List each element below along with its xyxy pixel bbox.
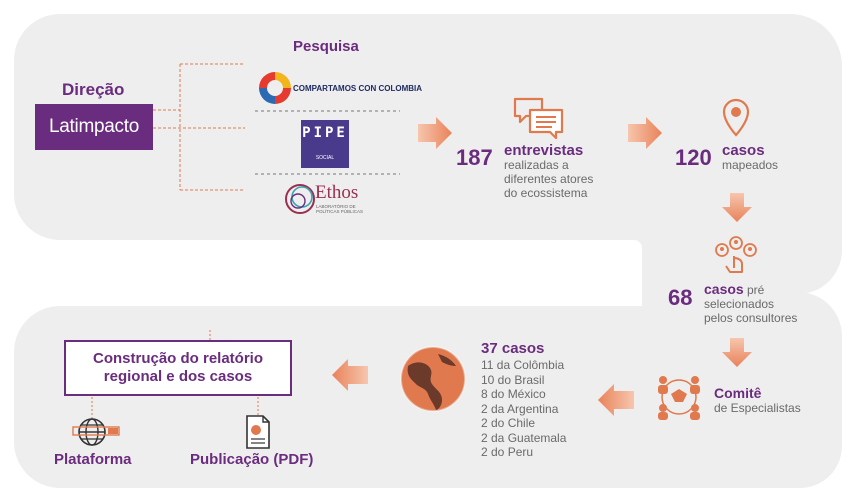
arrow-to-report (332, 359, 368, 391)
map-pin-icon (722, 98, 750, 137)
document-pdf-icon (246, 415, 270, 449)
cases-item: 8 do México (481, 387, 546, 401)
mapped-label: casos (722, 142, 765, 159)
interviews-label: entrevistas (504, 142, 584, 159)
cases-item: 11 da Colômbia (481, 358, 565, 372)
cases-item: 2 do Chile (481, 416, 536, 430)
top-band (14, 14, 842, 294)
pipe-social-logo: PIPE SOCIAL (301, 120, 349, 168)
compartamos-icon (259, 72, 291, 104)
ethos-name: Ethos (315, 182, 359, 203)
direction-title: Direção (62, 80, 125, 99)
ethos-sub: LABORATÓRIO DE POLÍTICAS PÚBLICAS (316, 204, 364, 214)
partner-separators (255, 110, 400, 175)
selection-people-icon (715, 236, 757, 273)
cases-item: 10 do Brasil (481, 372, 545, 387)
pipe-name: PIPE (302, 125, 348, 141)
mapped-number: 120 (675, 145, 712, 170)
interviews-desc: realizadas a diferentes atores do ecossi… (504, 158, 594, 200)
cases-item: 2 da Guatemala (481, 430, 567, 445)
cases-list: 11 da Colômbia 10 do Brasil 8 do México … (481, 358, 566, 460)
chat-bubbles-icon (513, 97, 564, 140)
cases-item: 2 do Peru (481, 445, 534, 459)
committee-icon (658, 376, 700, 420)
ethos-icon (285, 184, 315, 214)
arrow-down-1 (722, 193, 752, 222)
report-box: Construção do relatório regional e dos c… (64, 340, 292, 396)
platform-label: Plataforma (54, 451, 132, 468)
preselected-inline: pré (747, 283, 765, 297)
committee-label: Comitê (714, 385, 762, 401)
preselected-label: casos (704, 281, 744, 297)
research-title: Pesquisa (293, 38, 359, 55)
mapped-desc: mapeados (722, 158, 779, 172)
ethos-logo: Ethos LABORATÓRIO DE POLÍTICAS PÚBLICAS (283, 180, 393, 220)
preselected-number: 68 (668, 285, 693, 310)
latimpacto-logo: Latimpacto (35, 104, 153, 150)
interviews-number: 187 (456, 145, 493, 170)
arrow-to-mapped (628, 117, 662, 149)
globe-americas-icon (400, 346, 466, 412)
arrow-to-interviews (418, 117, 452, 149)
committee-desc: de Especialistas (714, 401, 801, 415)
cases-item: 2 da Argentina (481, 401, 559, 416)
compartamos-name: COMPARTAMOS CON COLOMBIA (293, 84, 423, 93)
globe-platform-icon (72, 418, 120, 446)
pipe-sub: SOCIAL (315, 155, 335, 161)
compartamos-logo: COMPARTAMOS CON COLOMBIA (255, 68, 422, 108)
cases-title: 37 casos (481, 340, 545, 357)
report-line: regional e dos casos (103, 368, 253, 385)
arrow-down-2 (722, 338, 752, 367)
arrow-to-cases (598, 384, 634, 416)
direction-connectors (153, 63, 245, 191)
publication-label: Publicação (PDF) (190, 451, 314, 468)
report-line: Construção do relatório (92, 350, 264, 367)
preselected-desc: selecionados pelos consultores (704, 297, 798, 325)
